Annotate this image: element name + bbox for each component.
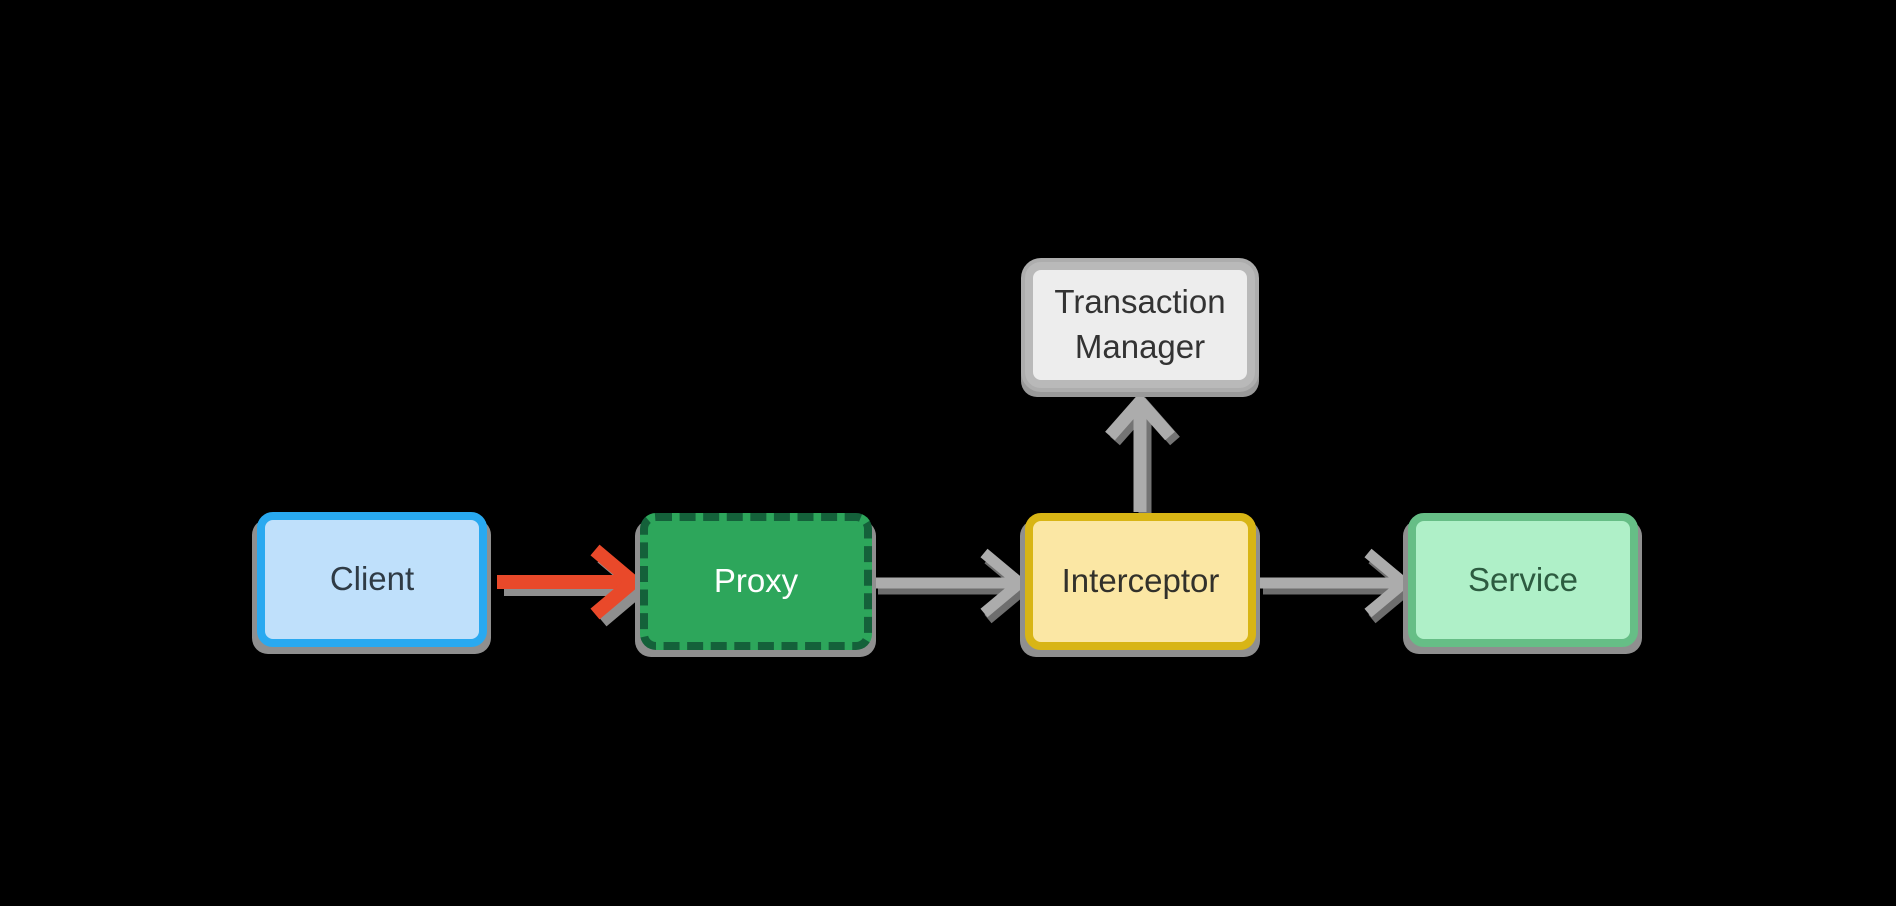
node-interceptor: Interceptor <box>1025 513 1256 650</box>
arrow-interceptor-to-service <box>1259 548 1417 624</box>
node-interceptor-label: Interceptor <box>1061 562 1220 600</box>
arrow-interceptor-to-transaction-manager <box>1105 392 1180 517</box>
node-client-label: Client <box>329 560 415 598</box>
node-service-label: Service <box>1467 560 1579 598</box>
node-proxy: Proxy <box>640 513 872 650</box>
arrow-proxy-to-interceptor <box>874 548 1033 624</box>
node-transaction-manager-label: Transaction Manager <box>1054 283 1226 365</box>
arrow-client-to-proxy <box>497 544 651 627</box>
node-service: Service <box>1408 513 1638 647</box>
node-client: Client <box>257 512 487 647</box>
node-transaction-manager: Transaction Manager <box>1025 262 1255 388</box>
node-proxy-label: Proxy <box>713 562 799 600</box>
